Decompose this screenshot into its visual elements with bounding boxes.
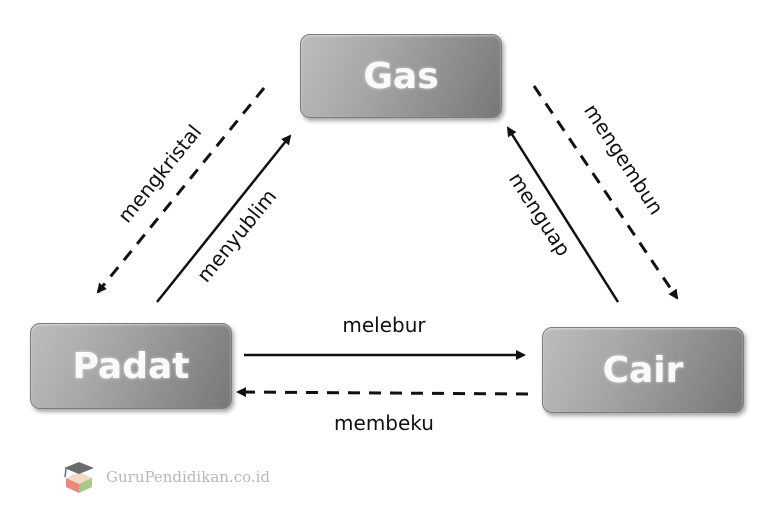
watermark: GuruPendidikan.co.id: [62, 460, 270, 494]
menyublim-arrow: [156, 134, 292, 303]
state-cair-box: Cair: [542, 327, 744, 413]
state-cair-label: Cair: [602, 349, 684, 391]
membeku-label: membeku: [334, 411, 434, 435]
menguap-label: menguap: [504, 168, 576, 261]
mengkristal-arrow: [96, 87, 266, 294]
melebur-label: melebur: [342, 313, 426, 337]
mengembun-label: mengembun: [579, 99, 668, 219]
graduation-cap-icon: [64, 462, 94, 493]
state-gas-box: Gas: [300, 34, 502, 118]
membeku-arrow: [236, 387, 529, 398]
state-gas-label: Gas: [363, 55, 439, 97]
mengembun-arrow: [532, 85, 679, 300]
menguap-arrow: [506, 126, 620, 303]
state-padat-box: Padat: [30, 323, 232, 409]
menyublim-label: menyublim: [192, 184, 281, 286]
mengkristal-label: mengkristal: [113, 120, 206, 227]
watermark-text: GuruPendidikan.co.id: [106, 468, 271, 486]
state-padat-label: Padat: [72, 345, 190, 387]
